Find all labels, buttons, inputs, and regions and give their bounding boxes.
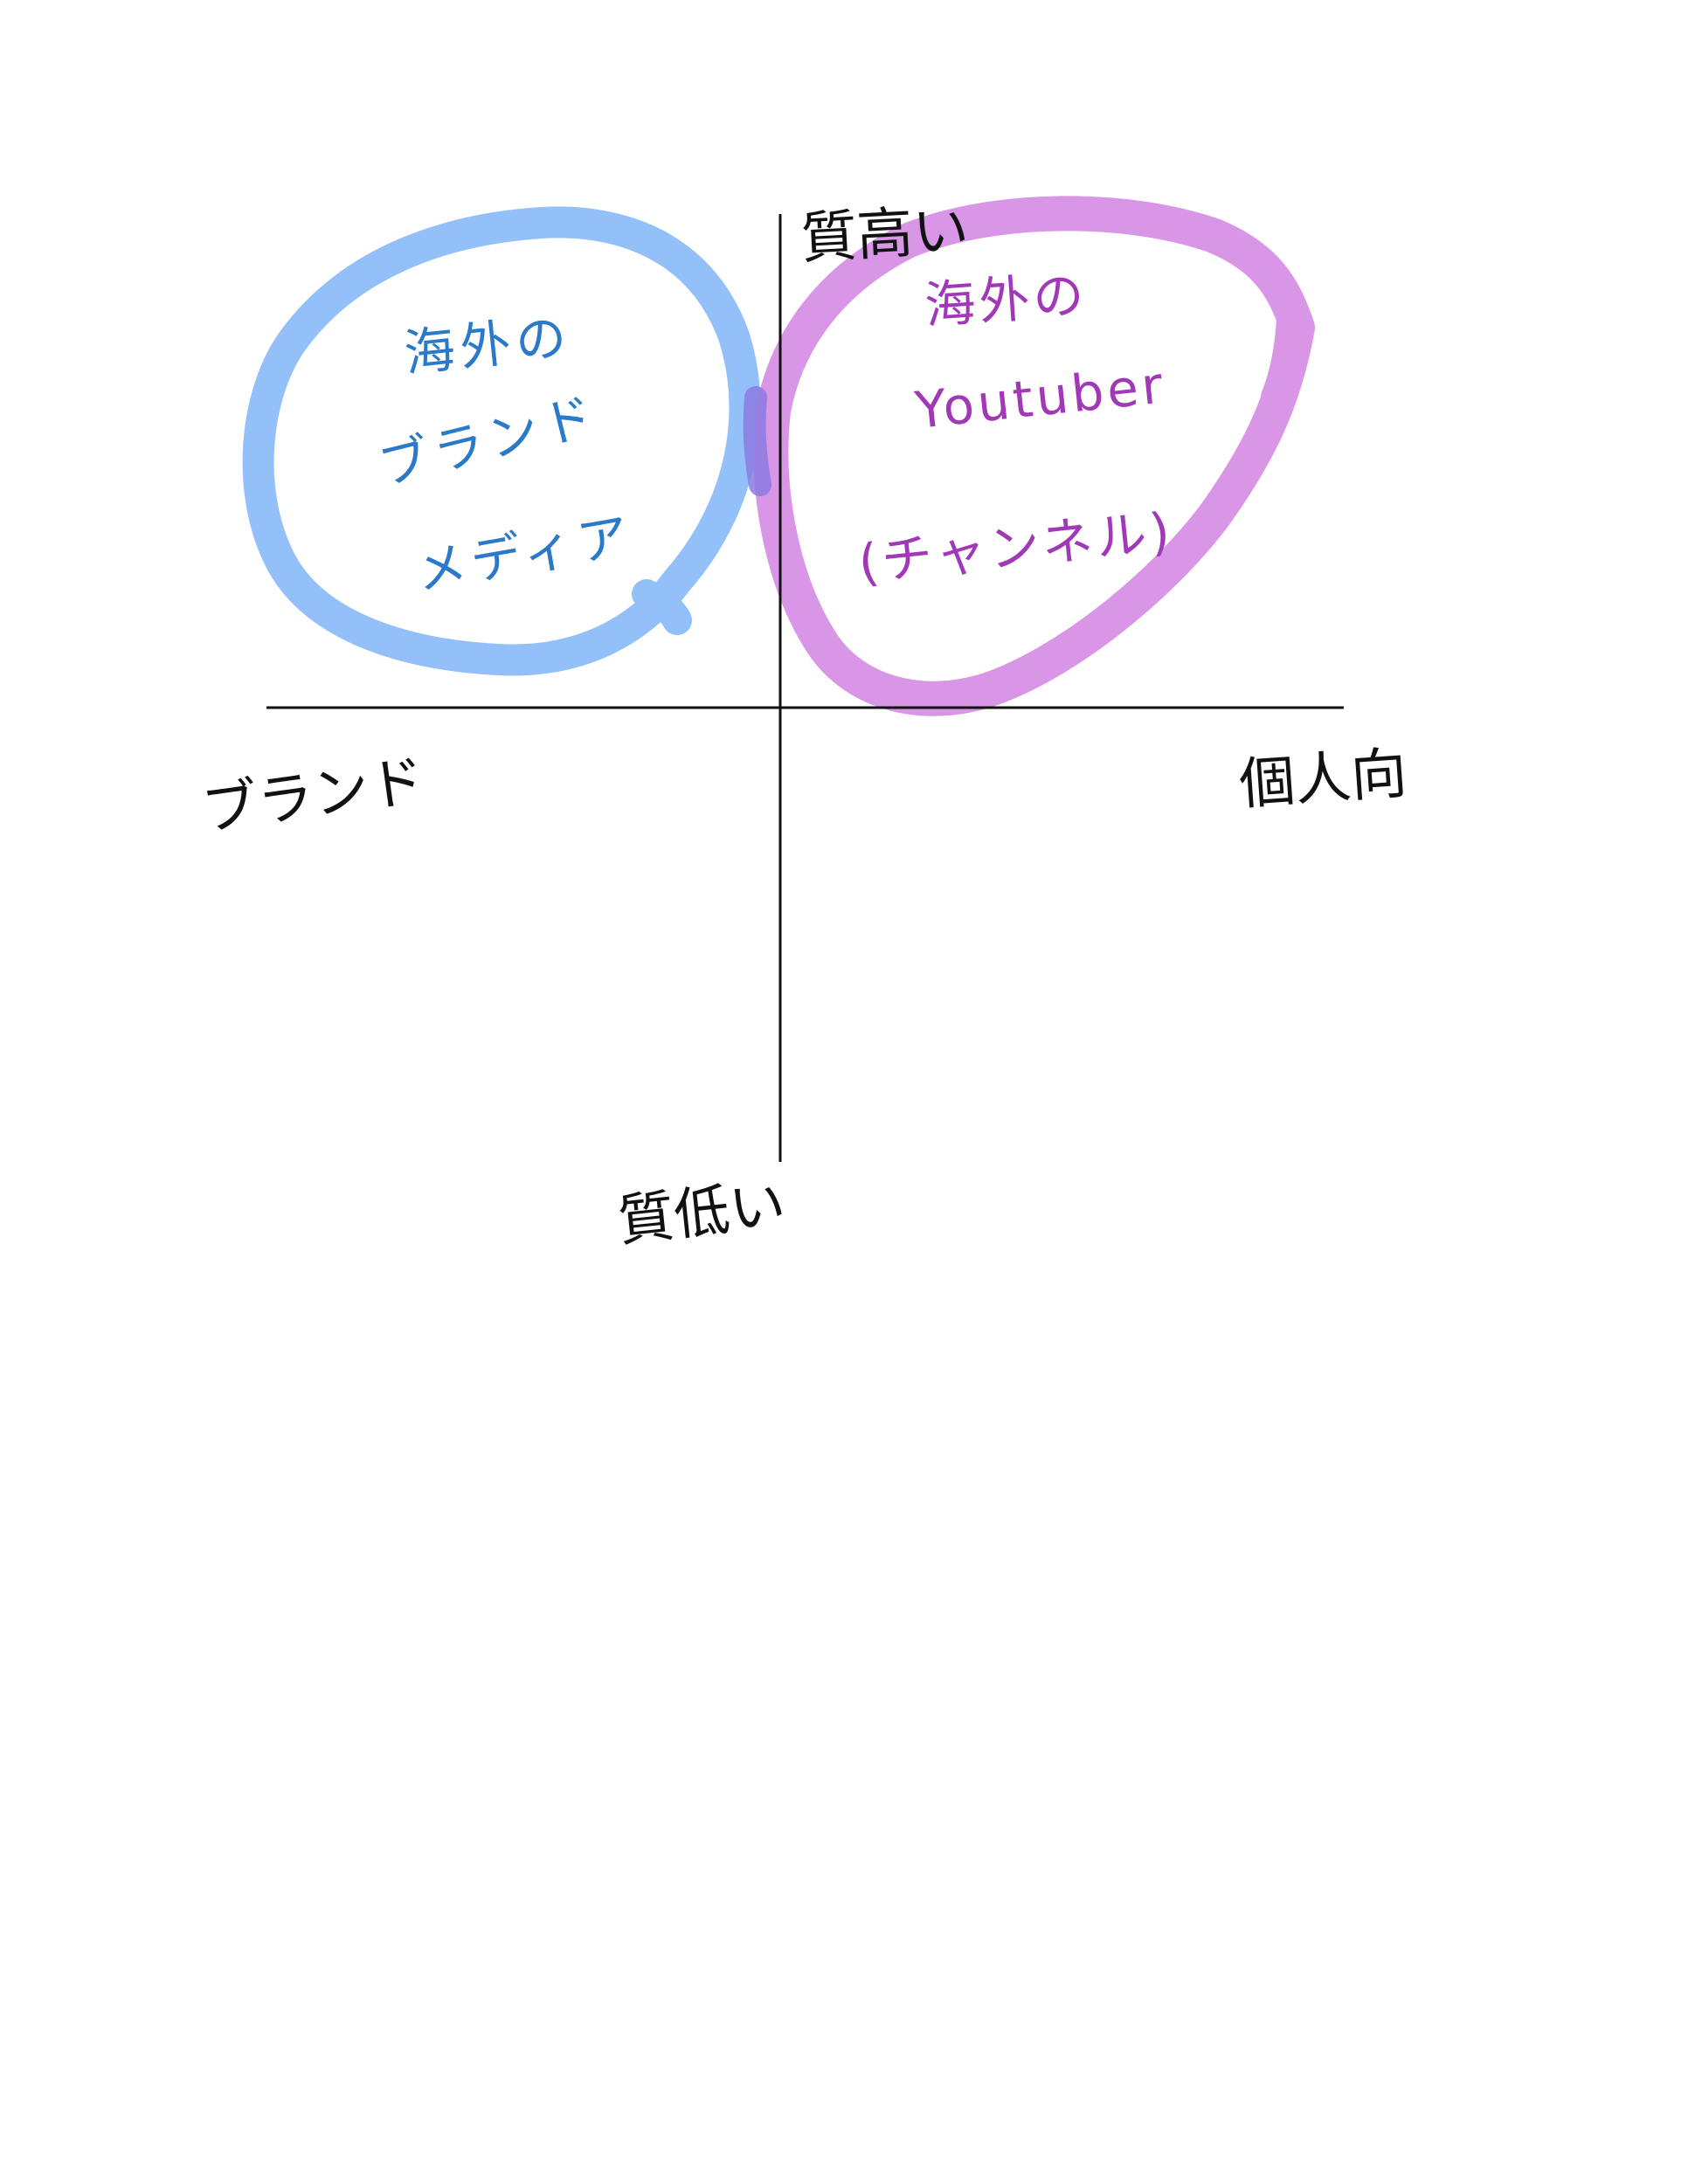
axis-label-bottom: 質低い bbox=[615, 1172, 789, 1254]
purple-ring-tail bbox=[1261, 302, 1310, 414]
purple-group-line-3: (チャンネル) bbox=[855, 501, 1176, 593]
purple-group-line-2: Youtuber bbox=[911, 355, 1168, 440]
blue-ring bbox=[242, 206, 761, 676]
purple-group-line-1: 海外の bbox=[923, 265, 1089, 335]
axis-label-top: 質高い bbox=[799, 198, 971, 272]
overlap-tint bbox=[743, 386, 771, 496]
blue-group-line-3: メディア bbox=[412, 505, 639, 602]
blue-ring-tail bbox=[632, 579, 692, 635]
axis-label-right: 個人向 bbox=[1237, 742, 1409, 818]
axis-label-left: ブランド bbox=[198, 749, 429, 844]
blue-group-line-2: ブランド bbox=[373, 385, 605, 497]
blue-group-line-1: 海外の bbox=[401, 307, 574, 384]
